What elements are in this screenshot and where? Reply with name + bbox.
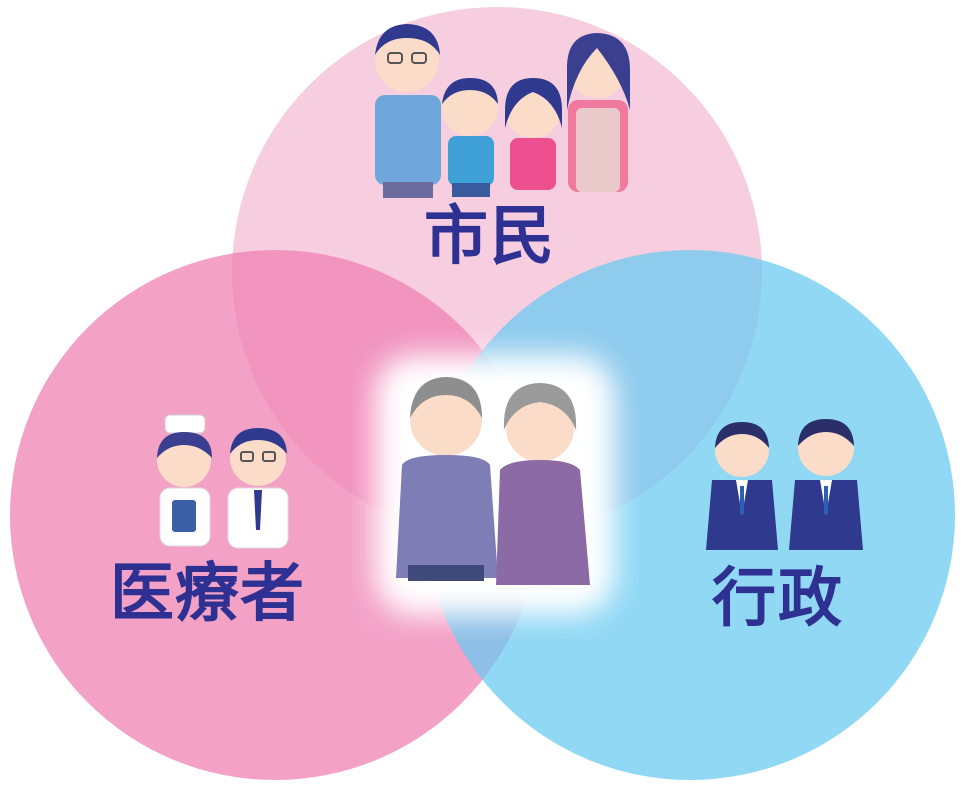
label-medical-staff: 医療者 <box>110 557 305 631</box>
elderly-couple-illustration <box>396 377 590 585</box>
label-citizens: 市民 <box>424 200 556 274</box>
medical-staff-illustration <box>157 414 289 549</box>
label-administration: 行政 <box>712 562 844 636</box>
officials-illustration <box>706 419 863 550</box>
family-illustration <box>375 24 630 198</box>
